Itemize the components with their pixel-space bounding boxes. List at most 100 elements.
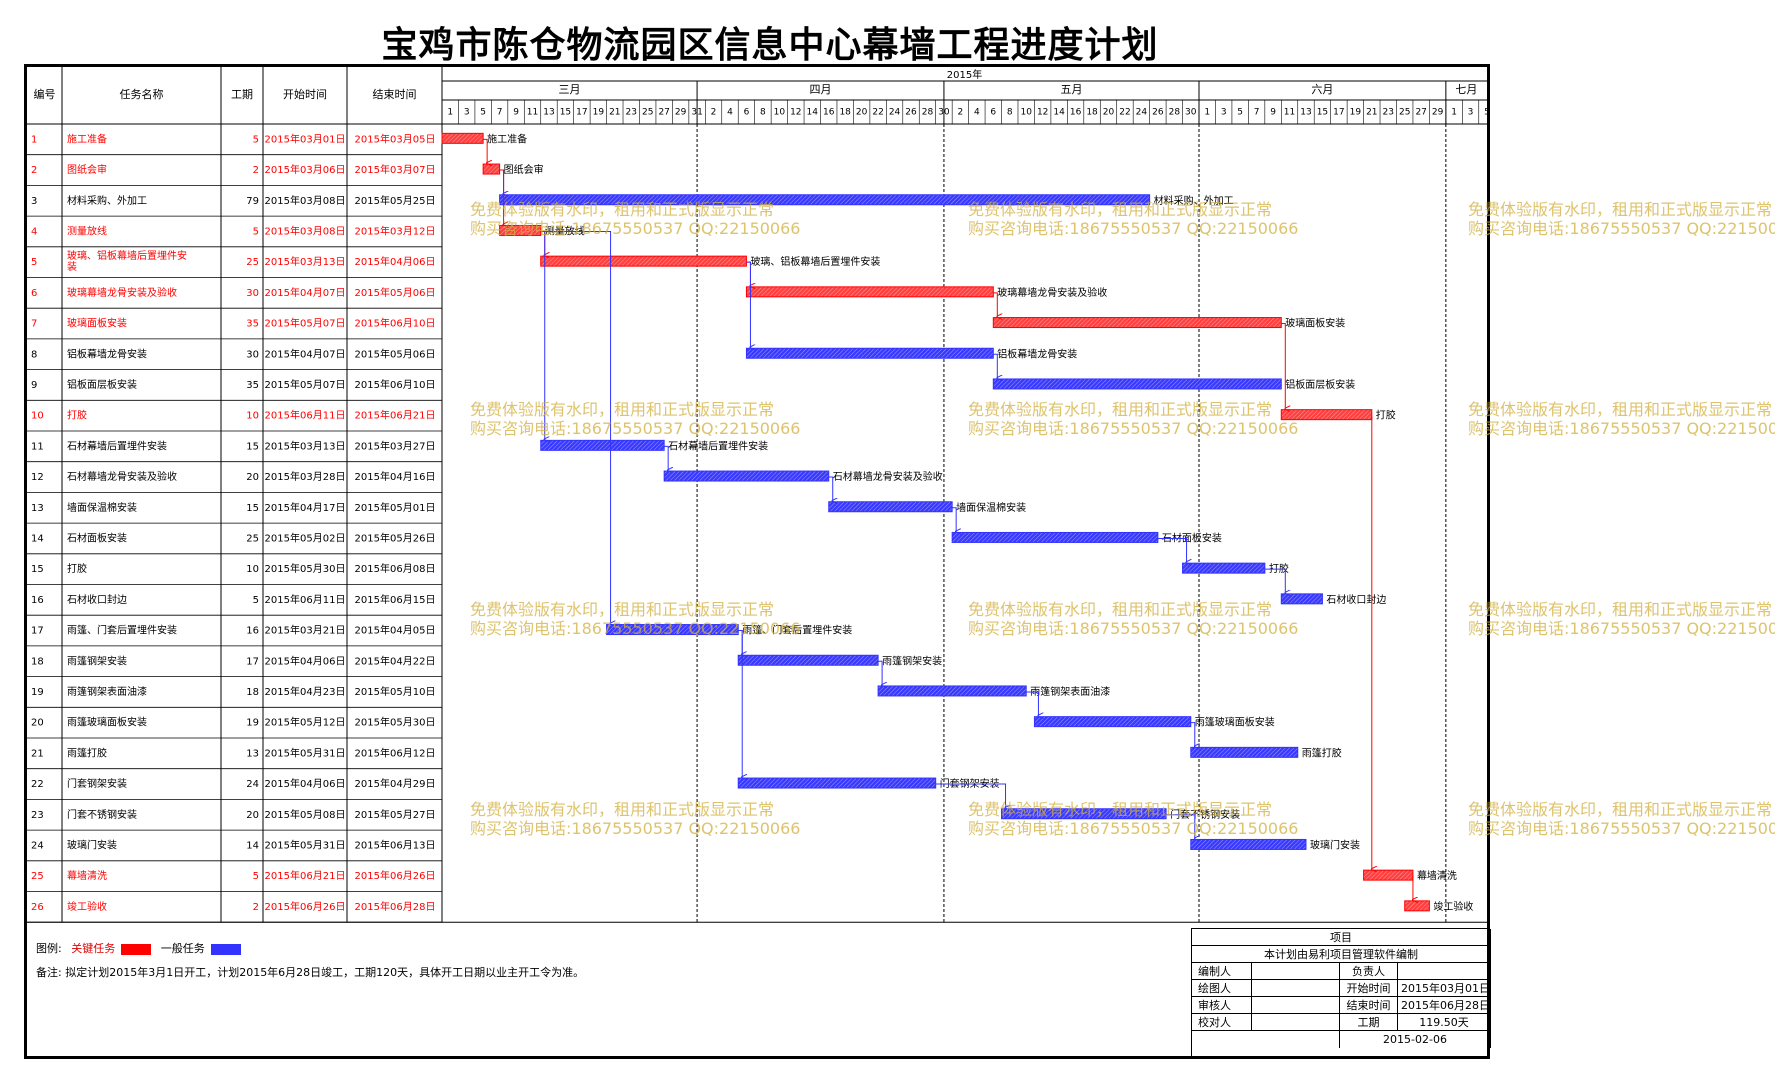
day-tick-label: 13: [543, 108, 554, 118]
day-tick-label: 9: [513, 108, 519, 118]
day-tick-label: 29: [675, 108, 687, 118]
task-end: 2015年06月28日: [355, 900, 436, 913]
task-start: 2015年04月17日: [265, 501, 346, 514]
task-start: 2015年05月31日: [265, 746, 346, 759]
task-name: 玻璃、铝板幕墙后置埋件安: [67, 249, 187, 262]
task-start: 2015年06月11日: [265, 593, 346, 606]
legend-critical-swatch: [121, 943, 152, 955]
task-end: 2015年06月12日: [355, 746, 436, 759]
day-tick-label: 29: [1432, 108, 1444, 118]
task-start: 2015年04月07日: [265, 347, 346, 360]
task-id: 17: [31, 626, 44, 637]
month-label: 六月: [1311, 83, 1333, 96]
task-start: 2015年03月13日: [265, 439, 346, 452]
bar-label: 打胶: [1376, 409, 1396, 422]
task-name: 竣工验收: [67, 900, 107, 913]
task-start: 2015年04月07日: [265, 286, 346, 299]
dependency-link: [952, 507, 956, 532]
normal-task-bar: [828, 501, 953, 513]
day-tick-label: 5: [1484, 108, 1487, 118]
day-tick-label: 26: [905, 108, 917, 118]
task-name: 雨篷打胶: [67, 746, 107, 759]
task-name: 铝板面层板安装: [67, 378, 137, 391]
normal-task-bar: [1190, 838, 1307, 850]
task-id: 3: [31, 196, 37, 207]
task-id: 15: [31, 564, 44, 575]
critical-task-bar: [441, 132, 484, 144]
day-tick-label: 30: [1185, 108, 1197, 118]
bar-label: 雨篷、门套后置埋件安装: [742, 624, 852, 637]
task-start: 2015年03月08日: [265, 224, 346, 237]
remark-text: 备注: 拟定计划2015年3月1日开工，计划2015年6月28日竣工，工期120…: [36, 966, 585, 979]
year-label: 2015年: [947, 68, 982, 81]
legend-normal-label: 一般任务: [160, 942, 205, 955]
dependency-link: [1264, 568, 1285, 593]
task-duration: 30: [246, 349, 259, 360]
task-end: 2015年03月27日: [355, 439, 436, 452]
day-tick-label: 7: [1254, 108, 1260, 118]
task-id: 19: [31, 687, 44, 698]
normal-task-bar: [737, 777, 937, 789]
info-owner-label: 负责人: [1340, 963, 1398, 979]
task-name: 装: [67, 260, 77, 273]
task-name: 测量放线: [67, 224, 107, 237]
task-name: 玻璃门安装: [67, 838, 117, 851]
info-checker-value: [1252, 1014, 1340, 1030]
info-table: 项目 本计划由易利项目管理软件编制 编制人 负责人 绘图人 开始时间 2015年…: [1191, 928, 1491, 1059]
day-tick-label: 17: [1333, 108, 1344, 118]
info-dur-value: 119.50天: [1398, 1014, 1491, 1030]
task-end: 2015年06月21日: [355, 409, 436, 422]
day-tick-label: 1: [447, 108, 453, 118]
task-start: 2015年03月06日: [265, 163, 346, 176]
month-label: 三月: [559, 83, 581, 96]
info-dur-label: 工期: [1340, 1014, 1398, 1030]
normal-task-bar: [499, 194, 1151, 206]
task-name: 石材面板安装: [67, 531, 127, 544]
day-tick-label: 19: [1350, 108, 1362, 118]
normal-task-bar: [1280, 593, 1323, 605]
bar-label: 玻璃、铝板幕墙后置埋件安装: [750, 255, 880, 268]
day-tick-label: 3: [1468, 108, 1474, 118]
task-name: 打胶: [67, 562, 87, 575]
watermark: 免费体验版有水印，租用和正式版显示正常购买咨询电话:18675550537 QQ…: [1468, 800, 1775, 838]
normal-task-bar: [745, 347, 994, 359]
day-tick-label: 4: [727, 108, 733, 118]
day-tick-label: 24: [1136, 108, 1148, 118]
task-id: 12: [31, 472, 44, 483]
info-editor-label: 编制人: [1192, 963, 1252, 979]
day-tick-label: 6: [990, 108, 996, 118]
task-duration: 5: [253, 595, 259, 606]
task-id: 16: [31, 595, 44, 606]
task-duration: 15: [246, 441, 259, 452]
day-tick-label: 15: [560, 108, 571, 118]
task-end: 2015年05月30日: [355, 716, 436, 729]
task-name: 雨篷玻璃面板安装: [67, 716, 147, 729]
task-end: 2015年05月10日: [355, 685, 436, 698]
day-tick-label: 6: [744, 108, 750, 118]
watermark: 免费体验版有水印，租用和正式版显示正常购买咨询电话:18675550537 QQ…: [1468, 200, 1775, 238]
task-name: 门套不锈钢安装: [67, 808, 137, 821]
task-end: 2015年05月06日: [355, 347, 436, 360]
day-tick-label: 10: [1020, 108, 1032, 118]
task-duration: 25: [246, 257, 259, 268]
info-start-label: 开始时间: [1340, 980, 1398, 996]
normal-task-bar: [951, 531, 1159, 543]
day-tick-label: 18: [839, 108, 851, 118]
bar-label: 施工准备: [487, 132, 527, 145]
task-name: 施工准备: [67, 132, 107, 145]
task-id: 21: [31, 748, 44, 759]
day-tick-label: 28: [1169, 108, 1181, 118]
info-project: 项目: [1192, 929, 1491, 945]
bar-label: 幕墙清洗: [1417, 869, 1457, 882]
info-software: 本计划由易利项目管理软件编制: [1192, 946, 1491, 962]
normal-task-bar: [1033, 716, 1192, 728]
task-duration: 5: [253, 134, 259, 145]
day-tick-label: 22: [1119, 108, 1130, 118]
task-end: 2015年03月12日: [355, 224, 436, 237]
task-end: 2015年04月06日: [355, 255, 436, 268]
day-tick-label: 3: [1221, 108, 1227, 118]
day-tick-label: 22: [872, 108, 883, 118]
task-id: 5: [31, 257, 37, 268]
info-end-value: 2015年06月28日: [1398, 997, 1491, 1013]
